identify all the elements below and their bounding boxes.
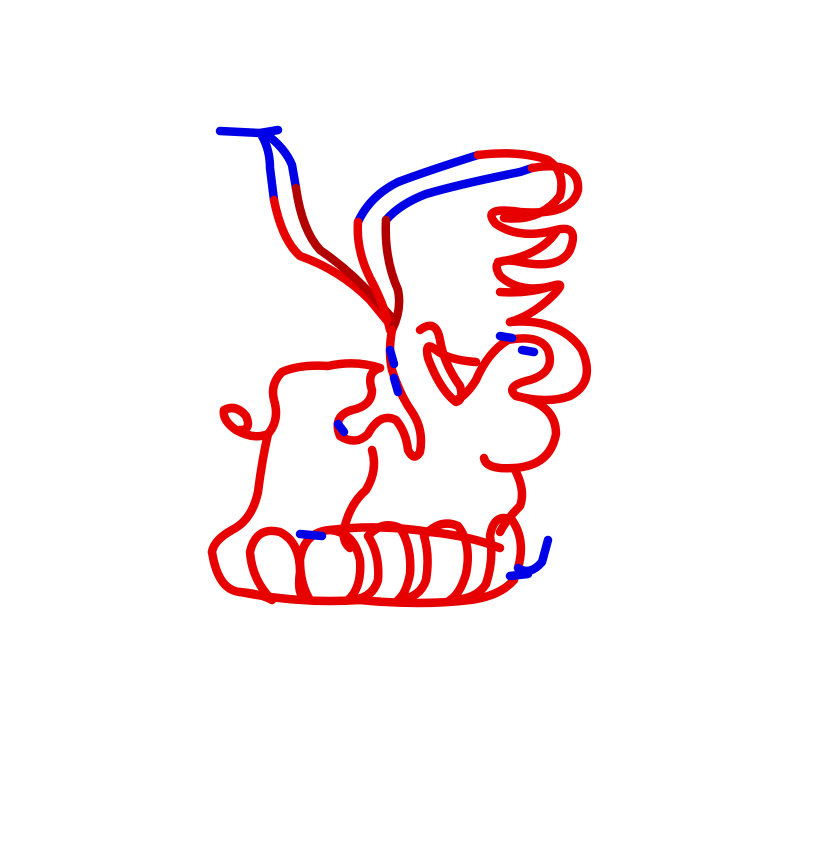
loop-center-2 — [415, 321, 481, 407]
strand-left-2 — [291, 183, 397, 323]
loop-left-down — [207, 429, 273, 557]
coil-right-lower — [479, 391, 561, 537]
strand-blue-tip-left-2 — [261, 129, 301, 193]
helix-bottom-blue — [295, 529, 327, 541]
loop-center-3 — [219, 359, 385, 441]
c-terminus-blue-2 — [505, 569, 533, 581]
center-blue-3 — [333, 419, 349, 437]
strand-upper-red-1 — [353, 217, 395, 335]
strand-upper-red-2 — [381, 215, 404, 335]
helix-right-upper-front — [493, 155, 566, 297]
center-blue-2 — [389, 373, 403, 397]
strand-blue-upper-2 — [381, 163, 537, 225]
center-blue-1 — [385, 345, 399, 369]
c-terminus-blue — [513, 535, 553, 576]
helix-right-upper — [487, 162, 583, 327]
strand-blue-tip-left — [215, 125, 283, 205]
loop-center — [333, 325, 426, 461]
helix-blue-segment-right — [495, 331, 539, 357]
strand-left-1 — [269, 195, 393, 327]
helix-right-middle — [451, 317, 592, 405]
helix-bottom-top — [325, 523, 505, 553]
turn-upper — [473, 149, 553, 165]
helix-bottom-backbone — [235, 575, 519, 608]
strand-blue-upper-1 — [353, 150, 483, 227]
